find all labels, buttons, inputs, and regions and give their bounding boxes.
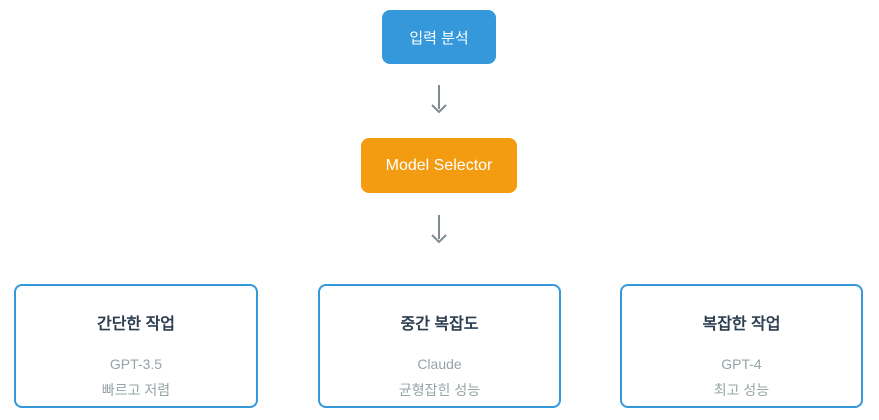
model-selector-label: Model Selector (385, 156, 493, 174)
card-title: 복잡한 작업 (702, 316, 781, 333)
card-description: 빠르고 저렴 (101, 382, 171, 398)
down-arrow-icon (425, 214, 453, 244)
card-title: 중간 복잡도 (400, 316, 479, 333)
card-model-name: GPT-4 (721, 356, 762, 372)
card-description: 최고 성능 (713, 382, 770, 398)
card-title: 간단한 작업 (96, 316, 176, 333)
card-description: 균형잡힌 성능 (398, 382, 481, 398)
complex-task-card: 복잡한 작업 GPT-4 최고 성능 (620, 284, 863, 408)
simple-task-card: 간단한 작업 GPT-3.5 빠르고 저렴 (14, 284, 258, 408)
medium-complexity-card: 중간 복잡도 Claude 균형잡힌 성능 (318, 284, 561, 408)
down-arrow-icon (425, 84, 453, 114)
input-analysis-node: 입력 분석 (382, 10, 496, 64)
card-model-name: Claude (417, 356, 462, 372)
input-analysis-label: 입력 분석 (409, 29, 469, 47)
card-model-name: GPT-3.5 (109, 356, 163, 372)
model-selector-node: Model Selector (361, 138, 517, 193)
